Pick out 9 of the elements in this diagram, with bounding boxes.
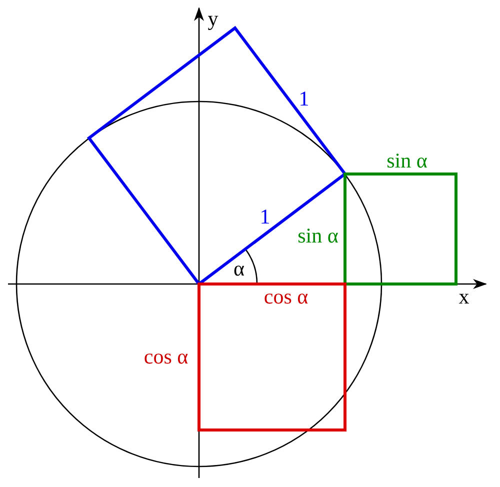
side-label: sin α bbox=[298, 226, 338, 246]
axis-label: y bbox=[208, 8, 218, 30]
side-label: cos α bbox=[144, 346, 188, 368]
side-label: 1 bbox=[260, 206, 270, 228]
side-label: sin α bbox=[386, 150, 428, 172]
side-label: cos α bbox=[264, 286, 308, 308]
angle-label: α bbox=[234, 258, 244, 280]
side-label: 1 bbox=[298, 88, 310, 110]
axis-label: x bbox=[458, 286, 470, 308]
